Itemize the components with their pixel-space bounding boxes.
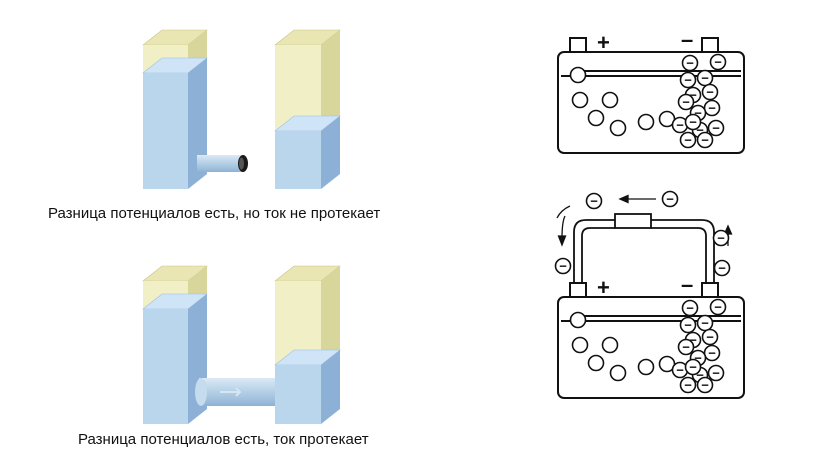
electron xyxy=(681,54,699,72)
wire-electron xyxy=(554,257,572,275)
electron-sign: − xyxy=(694,351,702,366)
electron xyxy=(684,113,702,131)
electron-sign: − xyxy=(684,73,692,88)
minus-terminal-label: – xyxy=(681,27,693,52)
caption-current-flows: Разница потенциалов есть, ток протекает xyxy=(78,431,369,448)
positive-ion xyxy=(637,113,655,131)
open-pipe xyxy=(195,378,305,406)
electron-sign: − xyxy=(696,368,704,383)
electron-sign: − xyxy=(701,316,709,331)
electron-sign: − xyxy=(714,300,722,315)
wire-electrons: − − − − − xyxy=(554,190,731,277)
battery-open-electrons: −−−−−−−−−−−−−−− xyxy=(569,53,727,149)
electron xyxy=(679,71,697,89)
electron xyxy=(707,364,725,382)
bottom-vessels-scene xyxy=(142,265,341,424)
right-vessel-low xyxy=(274,29,341,189)
electron-sign: − xyxy=(590,194,598,209)
electron-sign: − xyxy=(689,360,697,375)
electron-sign: − xyxy=(706,330,714,345)
electron-sign: − xyxy=(684,378,692,393)
electron-sign: − xyxy=(694,106,702,121)
electron-sign: − xyxy=(559,259,567,274)
electron xyxy=(684,358,702,376)
electron-sign: − xyxy=(701,133,709,148)
electron-sign: − xyxy=(708,101,716,116)
electron xyxy=(696,131,714,149)
positive-ion xyxy=(601,91,619,109)
electron xyxy=(696,376,714,394)
electron xyxy=(681,299,699,317)
positive-ion xyxy=(587,354,605,372)
electron-sign: − xyxy=(676,118,684,133)
electron-sign: − xyxy=(689,88,697,103)
wire-electron xyxy=(713,259,731,277)
top-vessels-scene xyxy=(142,29,341,189)
positive-ion xyxy=(587,109,605,127)
positive-ion xyxy=(569,66,587,84)
electron-sign: − xyxy=(684,133,692,148)
electron-sign: − xyxy=(684,318,692,333)
electron-sign: − xyxy=(666,192,674,207)
electron xyxy=(679,131,697,149)
electron-sign: − xyxy=(718,261,726,276)
electron xyxy=(701,83,719,101)
electron-sign: − xyxy=(706,85,714,100)
positive-ion xyxy=(571,336,589,354)
electron-sign: − xyxy=(682,340,690,355)
positive-ion xyxy=(637,358,655,376)
electron-sign: − xyxy=(682,95,690,110)
electron xyxy=(677,338,695,356)
electron-sign: − xyxy=(689,115,697,130)
electron-sign: − xyxy=(717,231,725,246)
electron-sign: − xyxy=(712,121,720,136)
wire-electron xyxy=(661,190,679,208)
electron-sign: − xyxy=(676,363,684,378)
minus-terminal-label-2: – xyxy=(681,272,693,297)
electron xyxy=(701,328,719,346)
battery-open-circuit xyxy=(557,37,745,154)
positive-ion xyxy=(601,336,619,354)
wire-electron xyxy=(712,229,730,247)
electron-sign: − xyxy=(714,55,722,70)
electron-sign: − xyxy=(686,56,694,71)
electron-sign: − xyxy=(701,378,709,393)
electron-sign: − xyxy=(712,366,720,381)
positive-ion xyxy=(609,119,627,137)
caption-no-current: Разница потенциалов есть, но ток не прот… xyxy=(48,205,381,222)
electron-sign: − xyxy=(701,71,709,86)
electron xyxy=(709,298,727,316)
external-wire xyxy=(573,213,715,283)
electron-sign: − xyxy=(686,301,694,316)
electron xyxy=(677,93,695,111)
positive-ion xyxy=(609,364,627,382)
electron xyxy=(679,316,697,334)
closed-pipe xyxy=(197,155,248,172)
plus-terminal-label: + xyxy=(597,30,610,55)
electron xyxy=(707,119,725,137)
plus-terminal-label-2: + xyxy=(597,275,610,300)
right-vessel-connected xyxy=(274,265,341,424)
electron-sign: − xyxy=(689,333,697,348)
electron-sign: − xyxy=(708,346,716,361)
positive-ion xyxy=(571,91,589,109)
battery-closed-circuit xyxy=(557,282,745,399)
positive-ion xyxy=(569,311,587,329)
electron-sign: − xyxy=(696,123,704,138)
electron xyxy=(679,376,697,394)
wire-electron xyxy=(585,192,603,210)
battery-closed-electrons: −−−−−−−−−−−−−−− xyxy=(569,298,727,394)
electron xyxy=(709,53,727,71)
